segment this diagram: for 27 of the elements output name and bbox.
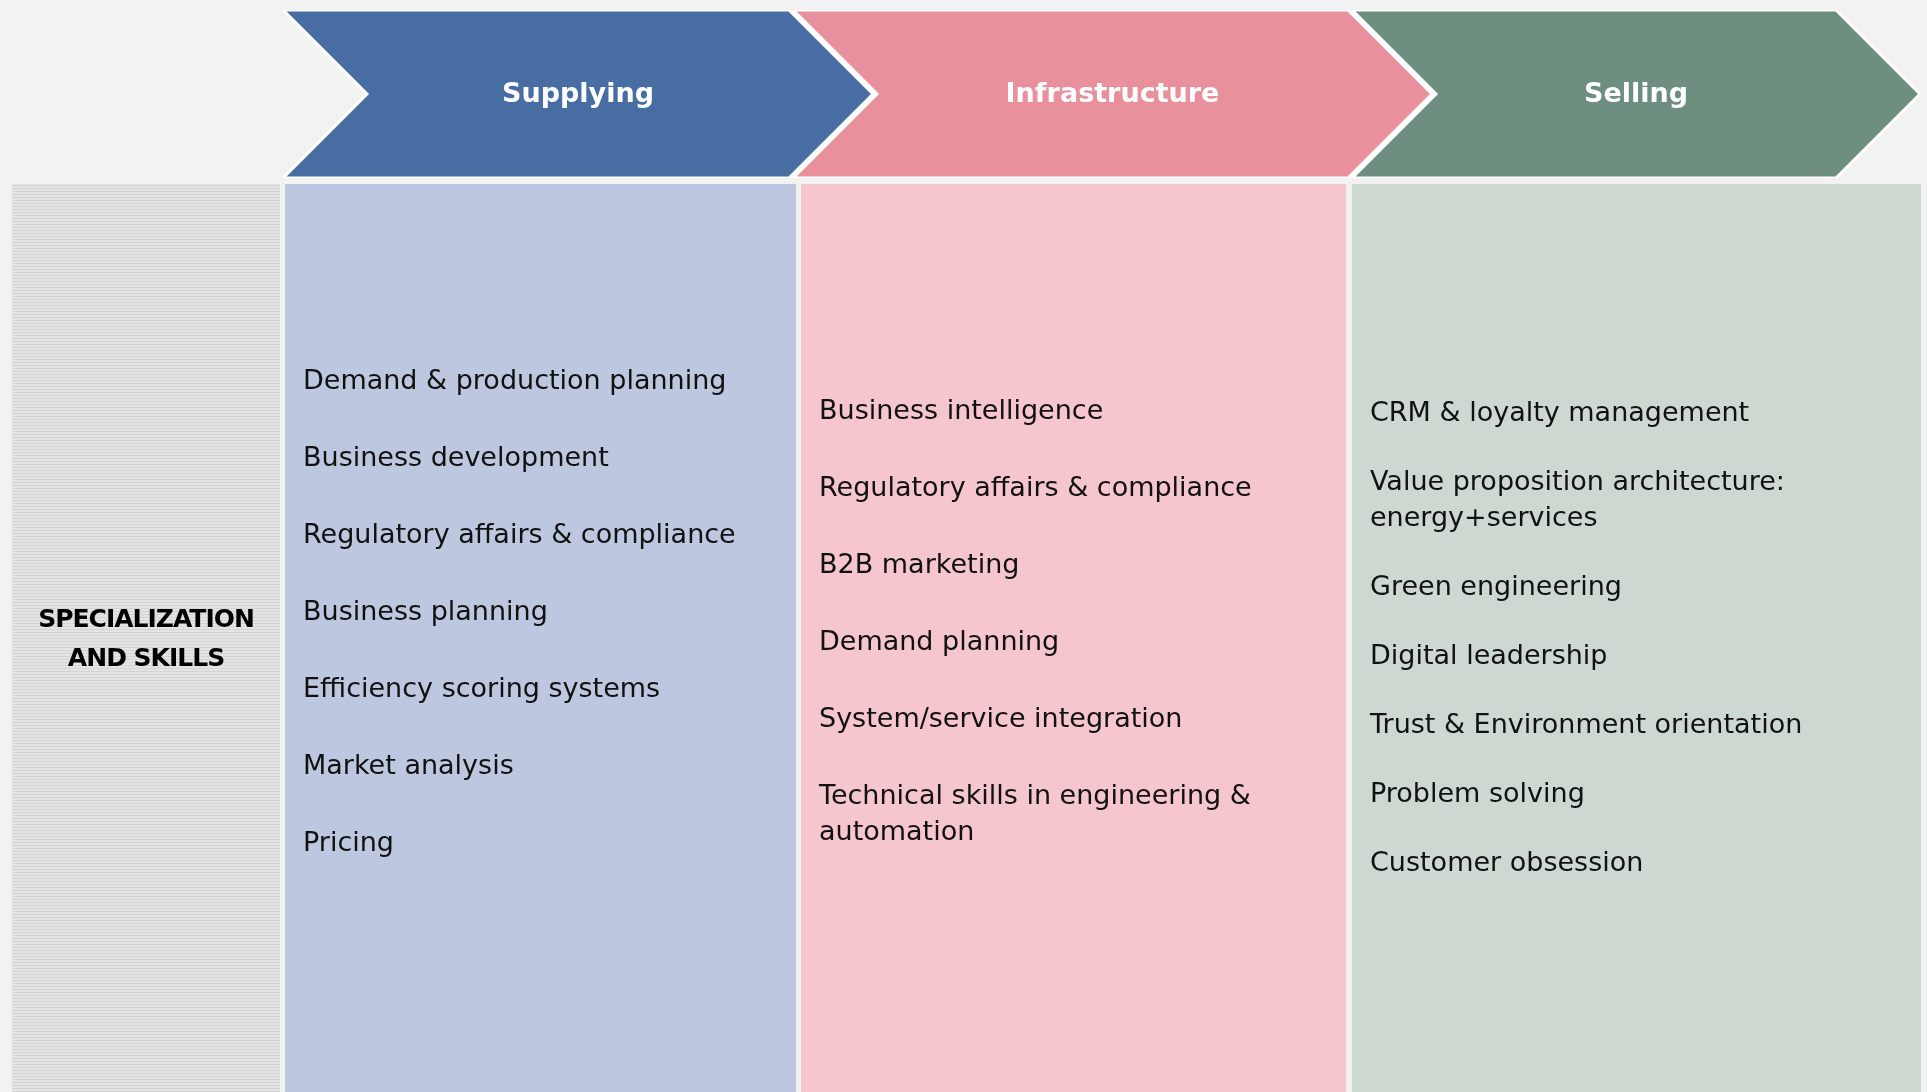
skill-item: Digital leadership xyxy=(1370,638,1609,672)
skill-item: Business planning xyxy=(303,594,549,628)
skill-item: Problem solving xyxy=(1370,776,1586,810)
skill-item: Pricing xyxy=(303,825,395,859)
skill-item: System/service integration xyxy=(819,701,1184,735)
skill-item: B2B marketing xyxy=(819,547,1021,581)
skill-item: Trust & Environment orientation xyxy=(1370,707,1804,741)
skill-item: Business development xyxy=(303,440,610,474)
stage-title: Infrastructure xyxy=(1004,77,1221,108)
skill-item: Efficiency scoring systems xyxy=(303,671,662,705)
skill-item: Green engineering xyxy=(1370,569,1623,603)
skill-item: Demand planning xyxy=(819,624,1061,658)
skill-item: CRM & loyalty management xyxy=(1370,395,1751,429)
skill-item: Regulatory affairs & compliance xyxy=(819,470,1253,504)
column-panel xyxy=(801,184,1346,1092)
column-panel xyxy=(1352,184,1921,1092)
column-panel xyxy=(285,184,796,1092)
skill-item: Market analysis xyxy=(303,748,515,782)
stage-title: Supplying xyxy=(501,77,655,108)
skill-item: Demand & production planning xyxy=(303,363,728,397)
skill-item: Regulatory affairs & compliance xyxy=(303,517,737,551)
skill-item: Business intelligence xyxy=(819,393,1105,427)
stage-title: Selling xyxy=(1582,77,1690,108)
skill-item: Technical skills in engineering & automation xyxy=(819,778,1252,848)
skill-item: Customer obsession xyxy=(1370,845,1645,879)
skill-item: Value proposition architecture: energy+services xyxy=(1370,464,1786,534)
row-header: SPECIALIZATION AND SKILLS xyxy=(12,184,280,1092)
